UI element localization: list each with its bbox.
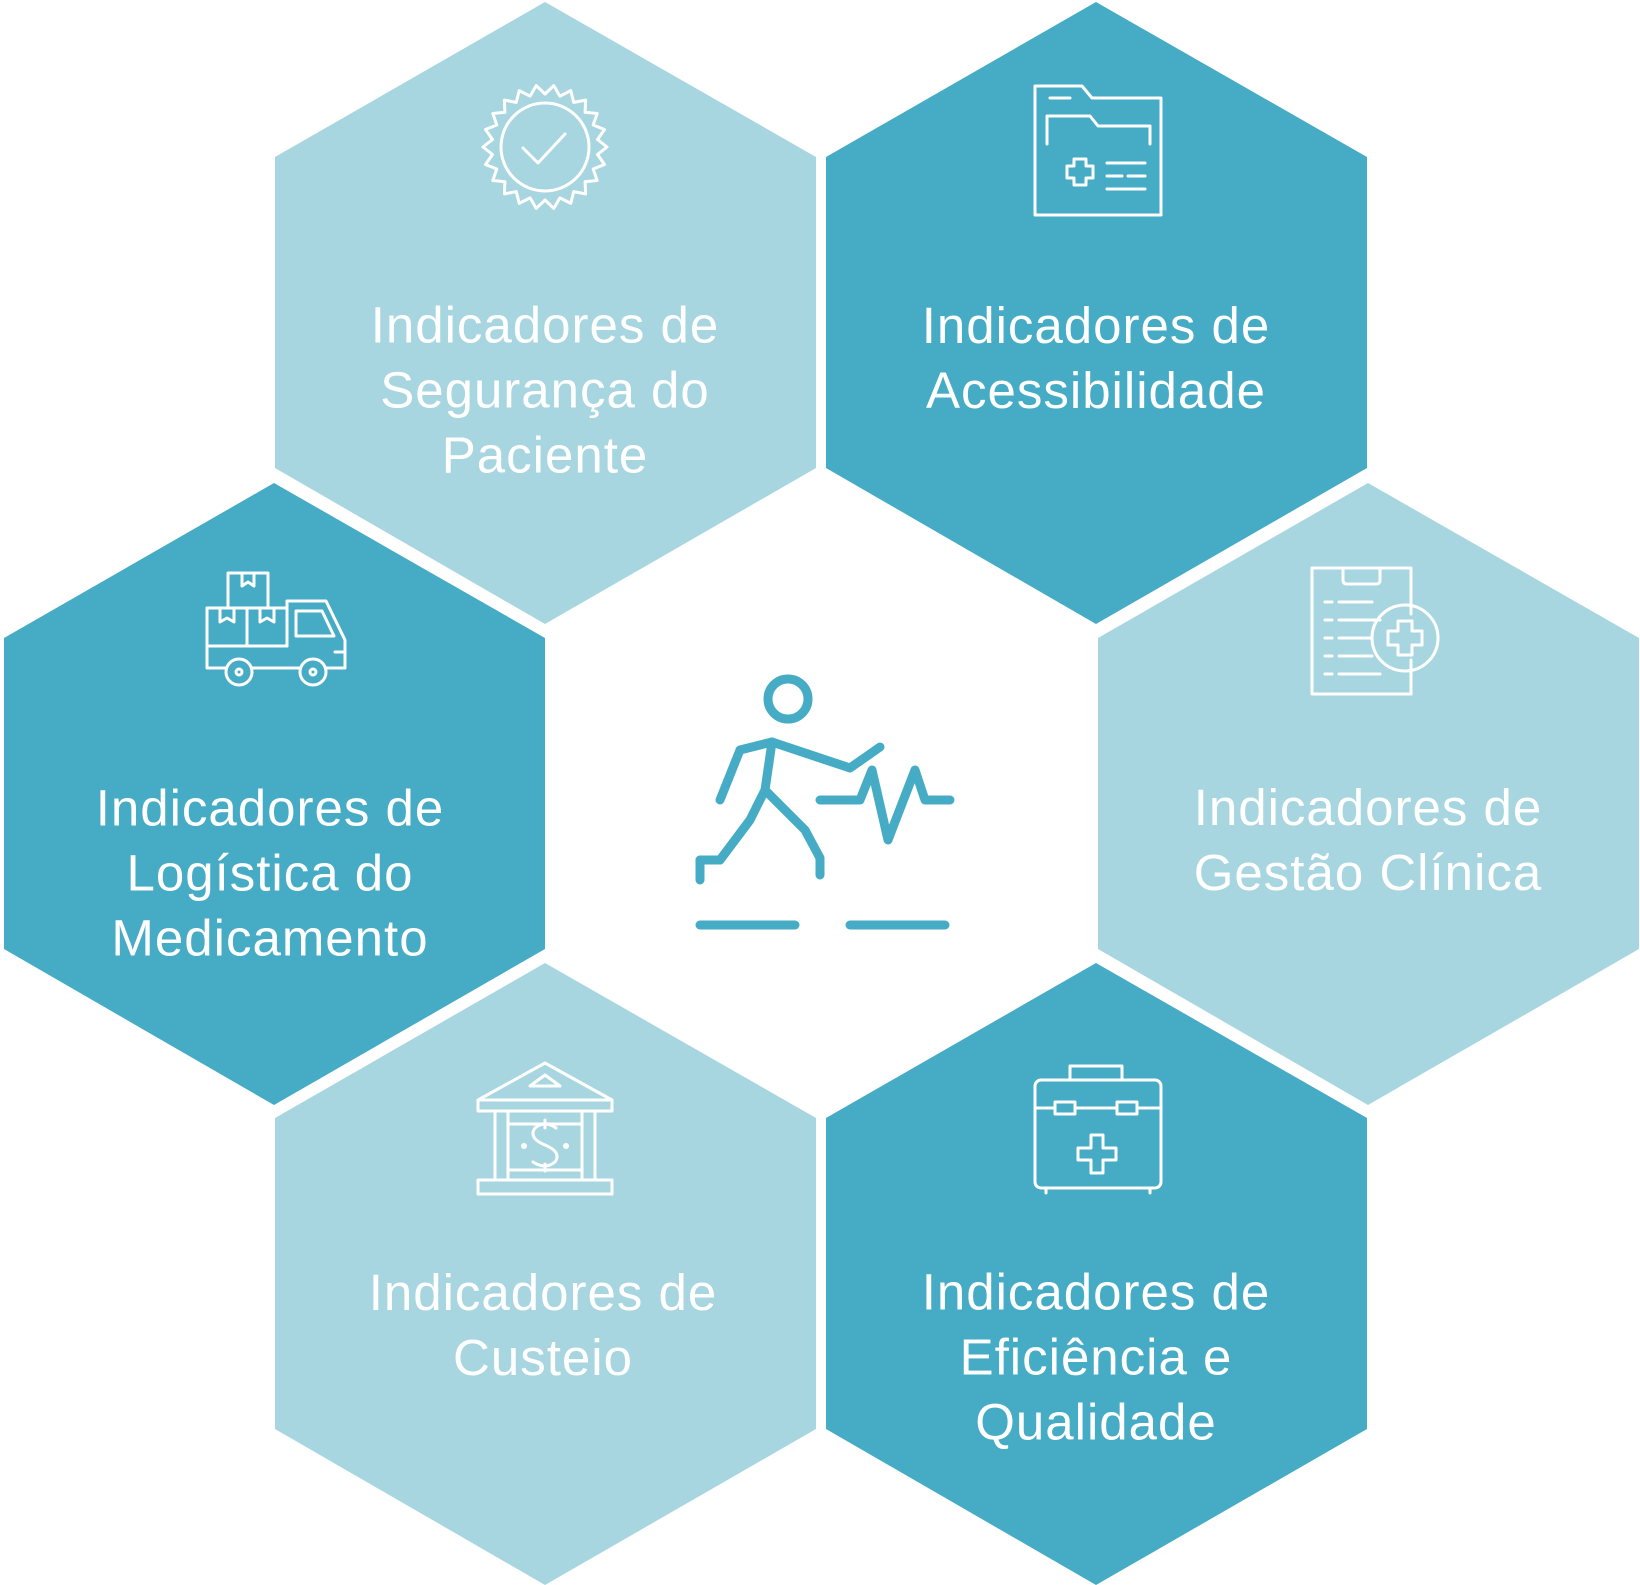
- certificate-check-icon: [481, 84, 609, 210]
- hexagon-label-line: Indicadores de: [921, 1263, 1271, 1321]
- hexagon-clinical-management: [1098, 483, 1639, 1105]
- hexagon-label-line: Indicadores de: [1193, 779, 1543, 836]
- clipboard-medical-icon: [1310, 566, 1440, 696]
- hexagon-label-patient-safety: Indicadores de Segurança do Paciente: [315, 293, 775, 488]
- hexagon-label-line: Indicadores de: [368, 1264, 718, 1321]
- delivery-truck-icon: [205, 571, 347, 687]
- hexagon-efficiency-quality: [826, 963, 1367, 1585]
- running-person-heartbeat-icon: [695, 674, 955, 930]
- first-aid-kit-icon: [1033, 1064, 1163, 1195]
- hexagon-label-line: Acessibilidade: [925, 362, 1267, 419]
- hexagon-label-line: Eficiência e: [959, 1328, 1233, 1386]
- medical-folder-icon: [1033, 84, 1163, 217]
- hexagon-medication-logistics: [4, 483, 545, 1105]
- hexagon-label-line: Paciente: [441, 426, 649, 484]
- hexagon-label-line: Medicamento: [111, 909, 429, 967]
- hexagon-label-line: Segurança do: [380, 361, 710, 419]
- hexagon-label-line: Indicadores de: [921, 297, 1271, 354]
- hexagon-accessibility: [826, 2, 1367, 624]
- hexagon-label-clinical-management: Indicadores de Gestão Clínica: [1138, 775, 1598, 905]
- hexagon-label-line: Gestão Clínica: [1193, 844, 1543, 901]
- hexagon-patient-safety: [275, 2, 816, 624]
- hexagon-label-efficiency-quality: Indicadores de Eficiência e Qualidade: [866, 1260, 1326, 1455]
- hexagon-label-accessibility: Indicadores de Acessibilidade: [866, 293, 1326, 423]
- bank-dollar-icon: [476, 1061, 614, 1196]
- hexagon-label-line: Indicadores de: [370, 296, 720, 354]
- hexagon-label-line: Custeio: [453, 1329, 633, 1386]
- hexagon-label-costing: Indicadores de Custeio: [313, 1260, 773, 1390]
- hexagon-label-line: Indicadores de: [95, 779, 445, 837]
- hexagon-label-line: Logística do: [126, 844, 414, 902]
- hexagon-costing: [275, 963, 816, 1585]
- hexagon-label-medication-logistics: Indicadores de Logística do Medicamento: [40, 776, 500, 971]
- hexagon-label-line: Qualidade: [975, 1393, 1217, 1451]
